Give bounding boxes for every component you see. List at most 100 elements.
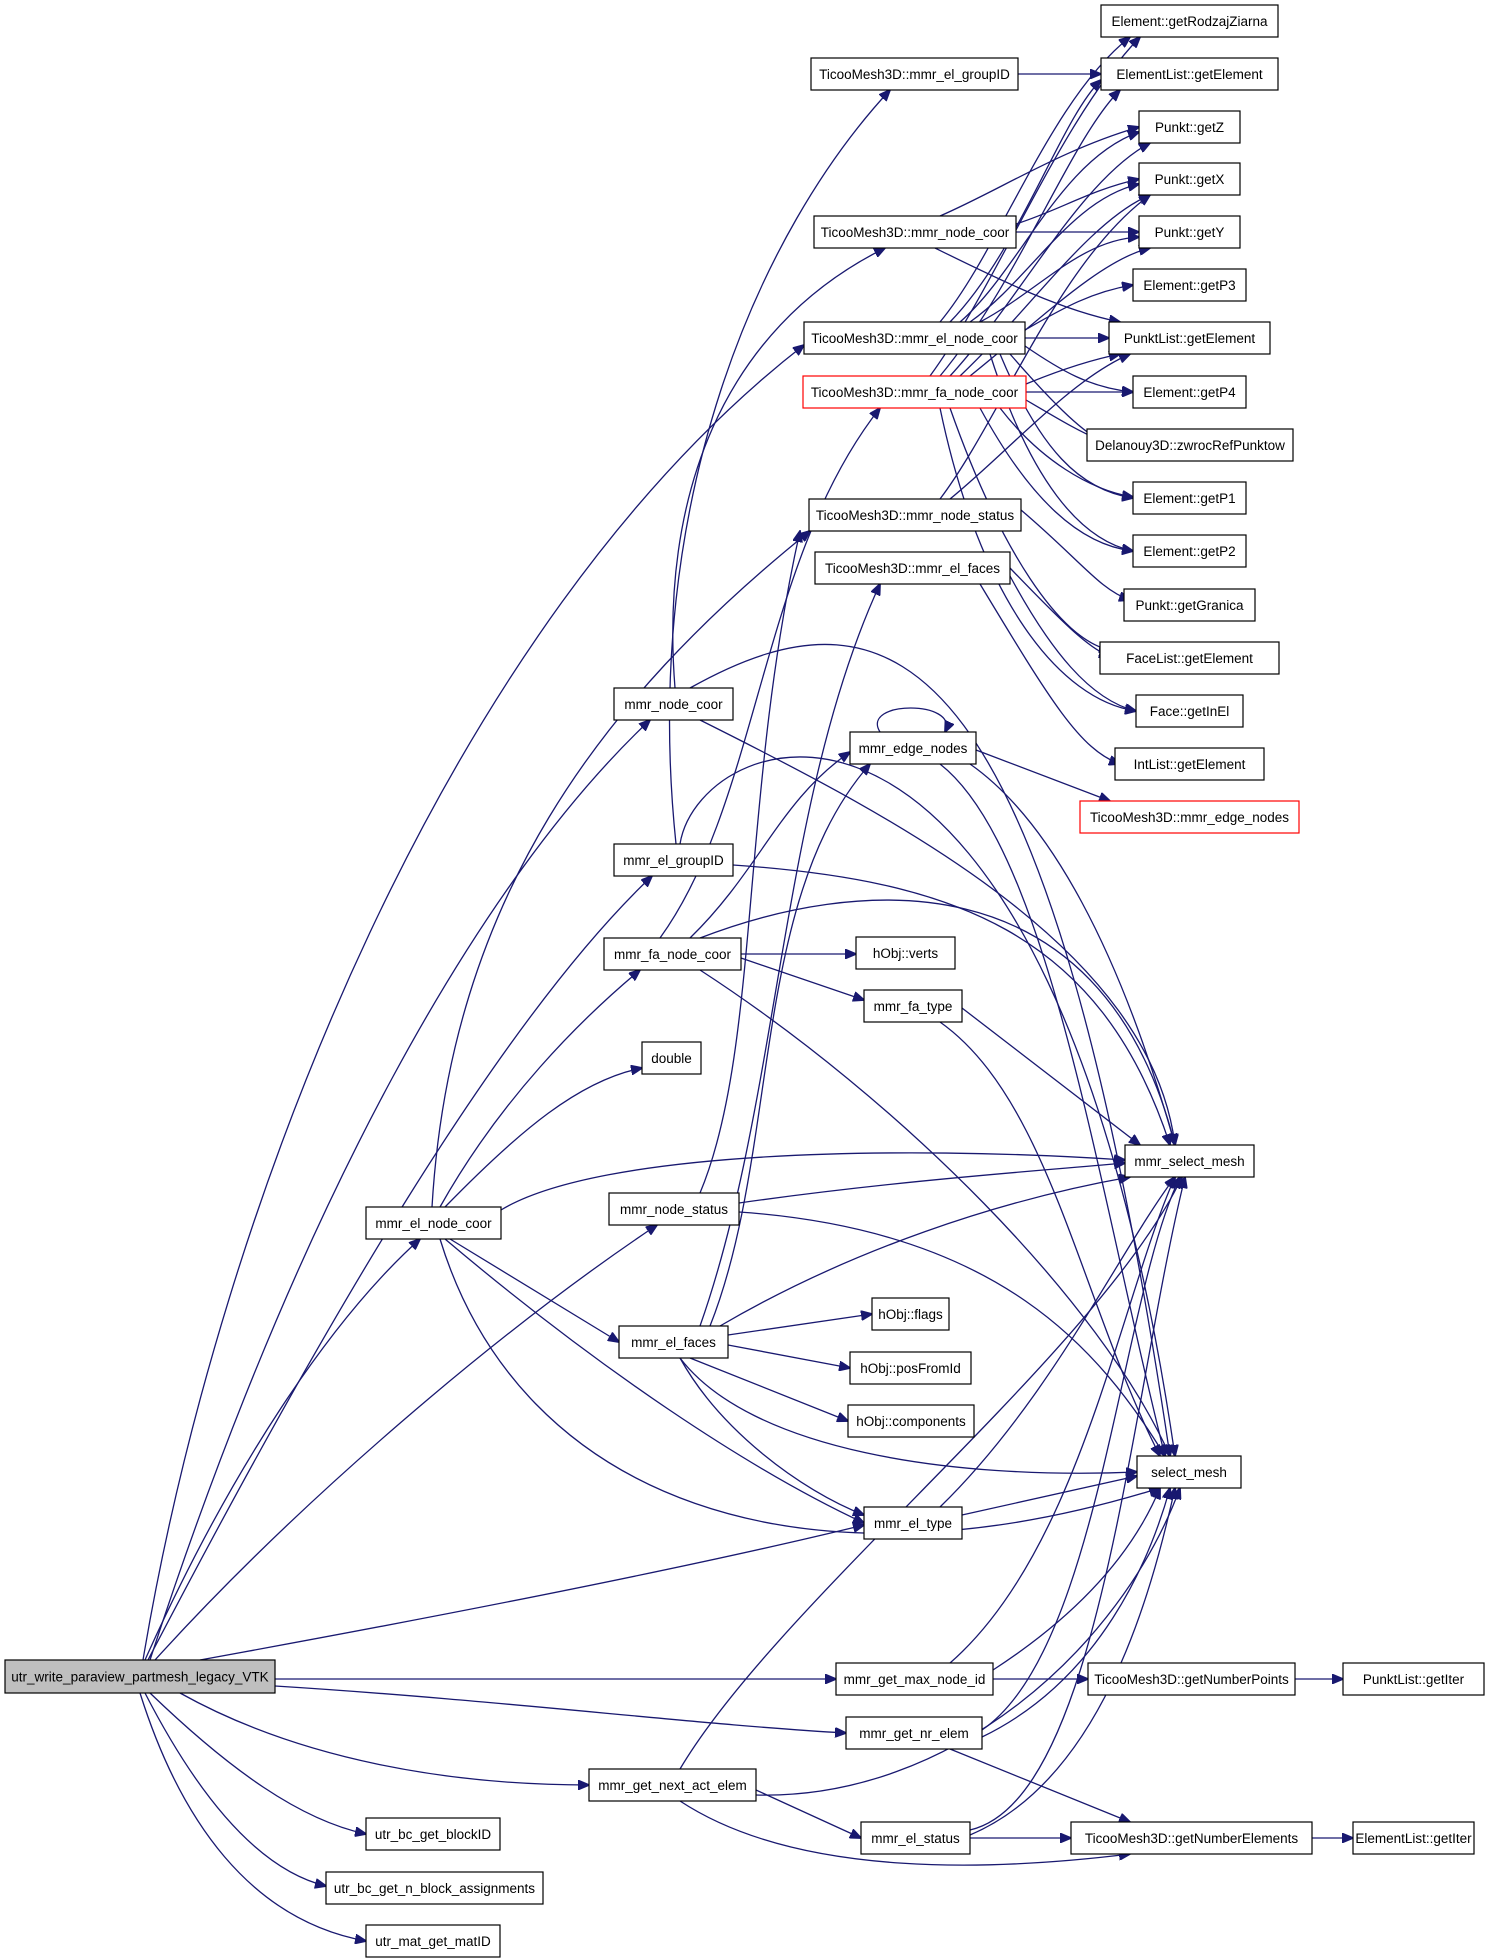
- node-box[interactable]: [588, 1768, 757, 1802]
- node-D_zwroc[interactable]: Delanouy3D::zwrocRefPunktow: [1086, 428, 1294, 462]
- node-E_getP4[interactable]: Element::getP4: [1132, 375, 1247, 409]
- node-FL_getElement[interactable]: FaceList::getElement: [1099, 641, 1280, 675]
- node-P_getZ[interactable]: Punkt::getZ: [1138, 110, 1241, 144]
- node-T_node_coor[interactable]: TicooMesh3D::mmr_node_coor: [813, 215, 1017, 249]
- node-m_el_groupID[interactable]: mmr_el_groupID: [613, 843, 734, 877]
- node-box[interactable]: [845, 1716, 983, 1750]
- node-E_getP3[interactable]: Element::getP3: [1132, 268, 1247, 302]
- node-box[interactable]: [847, 1404, 975, 1438]
- node-PL_getElement[interactable]: PunktList::getElement: [1108, 321, 1271, 355]
- node-box[interactable]: [863, 989, 963, 1023]
- node-box[interactable]: [1124, 1144, 1255, 1178]
- node-double[interactable]: double: [641, 1041, 702, 1075]
- node-P_getX[interactable]: Punkt::getX: [1138, 162, 1241, 196]
- node-box[interactable]: [855, 936, 956, 970]
- node-box[interactable]: [803, 321, 1026, 355]
- node-box[interactable]: [1135, 694, 1244, 728]
- node-bc_n_block[interactable]: utr_bc_get_n_block_assignments: [325, 1871, 544, 1905]
- node-box[interactable]: [808, 498, 1022, 532]
- node-box[interactable]: [1114, 747, 1265, 781]
- node-mmr_select_mesh[interactable]: mmr_select_mesh: [1124, 1144, 1255, 1178]
- node-box[interactable]: [618, 1325, 729, 1359]
- node-m_edge_nodes[interactable]: mmr_edge_nodes: [849, 731, 977, 765]
- node-P_getGranica[interactable]: Punkt::getGranica: [1123, 588, 1256, 622]
- node-box[interactable]: [1123, 588, 1256, 622]
- node-m_el_type[interactable]: mmr_el_type: [863, 1506, 963, 1540]
- node-bc_blockID[interactable]: utr_bc_get_blockID: [365, 1817, 501, 1851]
- node-m_el_status[interactable]: mmr_el_status: [860, 1821, 971, 1855]
- node-box[interactable]: [863, 1506, 963, 1540]
- node-box[interactable]: [1132, 481, 1247, 515]
- node-box[interactable]: [608, 1192, 740, 1226]
- node-T_node_status[interactable]: TicooMesh3D::mmr_node_status: [808, 498, 1022, 532]
- node-box[interactable]: [802, 375, 1027, 409]
- node-m_el_node_coor[interactable]: mmr_el_node_coor: [365, 1206, 502, 1240]
- node-box[interactable]: [1087, 1662, 1296, 1696]
- node-T_getNumberElements[interactable]: TicooMesh3D::getNumberElements: [1070, 1821, 1313, 1855]
- node-select_mesh[interactable]: select_mesh: [1136, 1455, 1242, 1489]
- node-root[interactable]: utr_write_paraview_partmesh_legacy_VTK: [4, 1659, 276, 1694]
- node-box[interactable]: [603, 937, 742, 971]
- node-m_node_coor[interactable]: mmr_node_coor: [613, 687, 734, 721]
- node-box[interactable]: [1100, 57, 1279, 91]
- node-box[interactable]: [1342, 1662, 1485, 1696]
- node-box[interactable]: [365, 1206, 502, 1240]
- node-PL_getIter[interactable]: PunktList::getIter: [1342, 1662, 1485, 1696]
- node-box[interactable]: [1136, 1455, 1242, 1489]
- node-box[interactable]: [1138, 215, 1241, 249]
- node-box[interactable]: [1070, 1821, 1313, 1855]
- node-EL_getElement[interactable]: ElementList::getElement: [1100, 57, 1279, 91]
- node-E_getRodzaj[interactable]: Element::getRodzajZiarna: [1100, 4, 1279, 38]
- node-box[interactable]: [365, 1817, 501, 1851]
- node-EL_getIter[interactable]: ElementList::getIter: [1352, 1821, 1475, 1855]
- node-box[interactable]: [1138, 162, 1241, 196]
- node-box[interactable]: [365, 1924, 501, 1958]
- node-m_get_max_node_id[interactable]: mmr_get_max_node_id: [835, 1662, 994, 1696]
- node-box[interactable]: [1352, 1821, 1475, 1855]
- node-box[interactable]: [1086, 428, 1294, 462]
- node-m_get_next_act_elem[interactable]: mmr_get_next_act_elem: [588, 1768, 757, 1802]
- node-box[interactable]: [325, 1871, 544, 1905]
- node-T_el_node_coor[interactable]: TicooMesh3D::mmr_el_node_coor: [803, 321, 1026, 355]
- node-T_getNumberPoints[interactable]: TicooMesh3D::getNumberPoints: [1087, 1662, 1296, 1696]
- node-box[interactable]: [1132, 375, 1247, 409]
- node-box[interactable]: [860, 1821, 971, 1855]
- node-box[interactable]: [613, 843, 734, 877]
- node-m_get_nr_elem[interactable]: mmr_get_nr_elem: [845, 1716, 983, 1750]
- node-hObj_components[interactable]: hObj::components: [847, 1404, 975, 1438]
- node-hObj_verts[interactable]: hObj::verts: [855, 936, 956, 970]
- node-m_fa_node_coor[interactable]: mmr_fa_node_coor: [603, 937, 742, 971]
- node-hObj_posFromId[interactable]: hObj::posFromId: [849, 1351, 972, 1385]
- node-box[interactable]: [849, 731, 977, 765]
- node-T_fa_node_coor[interactable]: TicooMesh3D::mmr_fa_node_coor: [802, 375, 1027, 409]
- node-box[interactable]: [1132, 268, 1247, 302]
- node-box[interactable]: [1100, 4, 1279, 38]
- node-box[interactable]: [835, 1662, 994, 1696]
- node-mat_matID[interactable]: utr_mat_get_matID: [365, 1924, 501, 1958]
- node-m_fa_type[interactable]: mmr_fa_type: [863, 989, 963, 1023]
- node-box[interactable]: [814, 551, 1011, 585]
- node-box[interactable]: [4, 1659, 276, 1694]
- node-T_edge_nodes[interactable]: TicooMesh3D::mmr_edge_nodes: [1079, 800, 1300, 834]
- node-box[interactable]: [641, 1041, 702, 1075]
- node-hObj_flags[interactable]: hObj::flags: [871, 1297, 950, 1331]
- node-box[interactable]: [613, 687, 734, 721]
- node-IL_getElement[interactable]: IntList::getElement: [1114, 747, 1265, 781]
- node-E_getP2[interactable]: Element::getP2: [1132, 534, 1247, 568]
- node-box[interactable]: [810, 57, 1019, 91]
- node-box[interactable]: [1079, 800, 1300, 834]
- node-F_getInEl[interactable]: Face::getInEl: [1135, 694, 1244, 728]
- node-P_getY[interactable]: Punkt::getY: [1138, 215, 1241, 249]
- node-box[interactable]: [1108, 321, 1271, 355]
- node-m_el_faces[interactable]: mmr_el_faces: [618, 1325, 729, 1359]
- node-m_node_status[interactable]: mmr_node_status: [608, 1192, 740, 1226]
- node-box[interactable]: [871, 1297, 950, 1331]
- node-T_el_faces[interactable]: TicooMesh3D::mmr_el_faces: [814, 551, 1011, 585]
- node-box[interactable]: [849, 1351, 972, 1385]
- node-box[interactable]: [1099, 641, 1280, 675]
- node-box[interactable]: [1138, 110, 1241, 144]
- node-box[interactable]: [1132, 534, 1247, 568]
- node-T_el_groupID[interactable]: TicooMesh3D::mmr_el_groupID: [810, 57, 1019, 91]
- node-box[interactable]: [813, 215, 1017, 249]
- node-E_getP1[interactable]: Element::getP1: [1132, 481, 1247, 515]
